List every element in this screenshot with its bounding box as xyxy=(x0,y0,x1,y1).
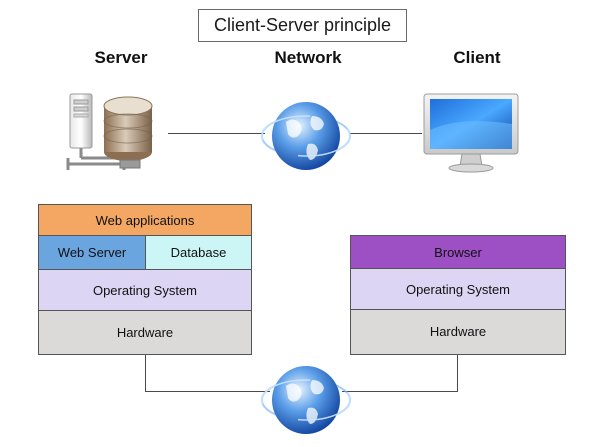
client-hardware-layer: Hardware xyxy=(351,310,565,354)
diagram-title: Client-Server principle xyxy=(198,9,407,42)
server-database-icon xyxy=(66,93,153,170)
globe-icon xyxy=(261,102,351,170)
database-layer: Database xyxy=(146,236,251,270)
server-bottom-horizontal-line xyxy=(145,391,270,392)
client-bottom-horizontal-line xyxy=(342,391,458,392)
monitor-icon xyxy=(423,93,519,173)
server-heading: Server xyxy=(94,48,148,67)
server-bottom-vertical-line xyxy=(145,352,146,392)
server-stack: Web applications Web Server Database Ope… xyxy=(38,204,252,355)
client-heading: Client xyxy=(453,48,501,67)
server-network-line xyxy=(168,133,265,134)
client-os-layer: Operating System xyxy=(351,269,565,310)
bottom-globe-icon xyxy=(261,366,351,434)
web-applications-layer: Web applications xyxy=(39,205,251,236)
client-stack: Browser Operating System Hardware xyxy=(350,235,566,355)
server-hardware-layer: Hardware xyxy=(39,311,251,354)
network-client-line xyxy=(350,133,422,134)
client-bottom-vertical-line xyxy=(457,352,458,392)
web-server-layer: Web Server xyxy=(39,236,146,270)
server-os-layer: Operating System xyxy=(39,270,251,311)
network-heading: Network xyxy=(274,48,342,67)
browser-layer: Browser xyxy=(351,236,565,269)
